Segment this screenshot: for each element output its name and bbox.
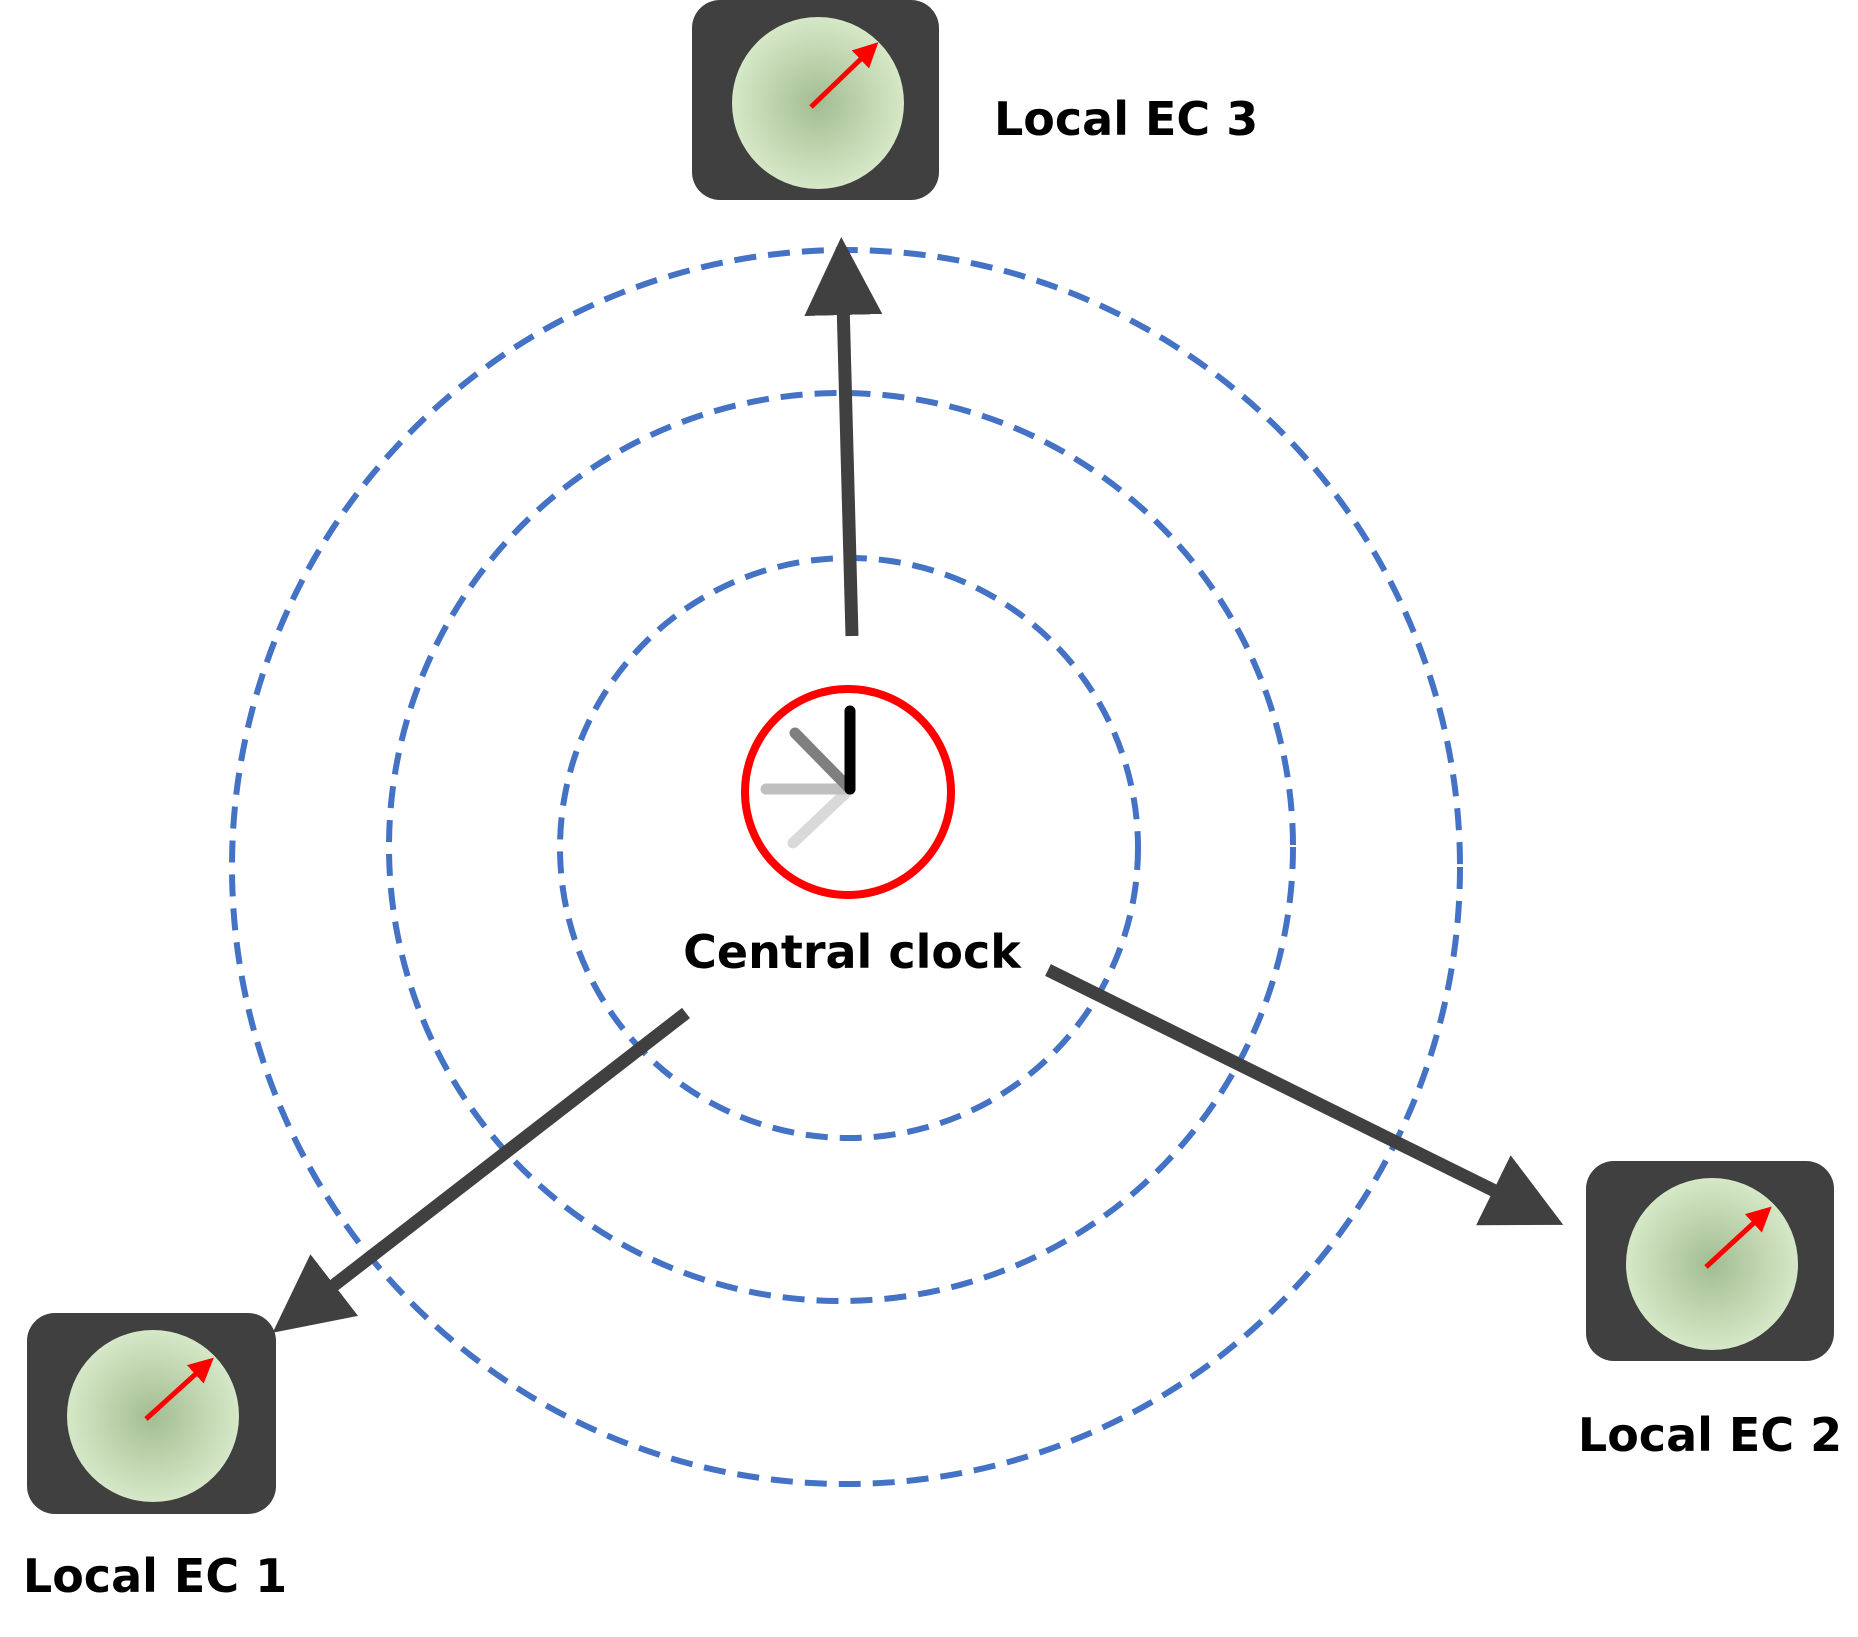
central-clock: Central clock	[683, 685, 1022, 979]
central-clock-label: Central clock	[683, 925, 1022, 979]
clock-hand-faint	[787, 783, 856, 849]
needle	[1704, 1206, 1772, 1269]
local-ec-3: Local EC 3	[692, 0, 1258, 200]
wave-ring-middle	[386, 390, 1296, 1304]
needle	[809, 42, 879, 109]
clock-hands	[760, 705, 856, 849]
ec1-label: Local EC 1	[23, 1549, 287, 1603]
clock-hand-mid	[789, 727, 856, 795]
local-ec-1: Local EC 1	[23, 1313, 287, 1603]
needle	[144, 1357, 214, 1421]
arrow-to-ec2	[1045, 964, 1564, 1226]
distribution-arrows	[272, 237, 1564, 1333]
local-ec-2: Local EC 2	[1578, 1161, 1842, 1462]
ec3-label: Local EC 3	[994, 92, 1258, 146]
ec2-label: Local EC 2	[1578, 1408, 1842, 1462]
arrow-to-ec3	[804, 237, 883, 637]
arrow-to-ec1	[272, 1007, 690, 1333]
